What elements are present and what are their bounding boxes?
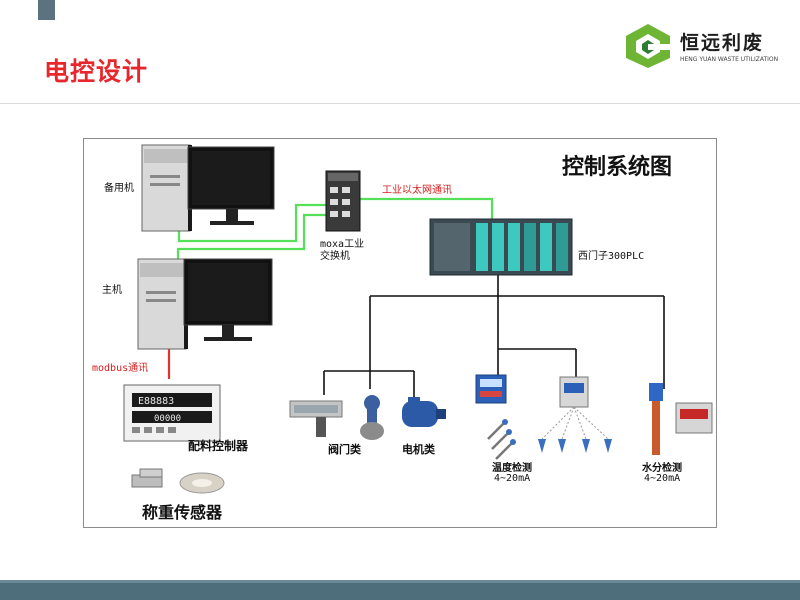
batch-controller-label: 配料控制器 xyxy=(188,439,249,453)
moisture-sensor-icon xyxy=(649,383,713,455)
company-logo: 恒远利废 HENG YUAN WASTE UTILIZATION xyxy=(622,22,782,72)
valves-label: 阀门类 xyxy=(328,443,361,456)
backup-pc-icon xyxy=(141,144,275,232)
temperature-signal-label: 4~20mA xyxy=(494,473,531,484)
temperature-probe-icon xyxy=(487,419,516,460)
control-system-diagram: E88883 00000 xyxy=(83,138,717,528)
plc-rack-icon xyxy=(429,218,573,276)
switch-label: moxa工业 交换机 xyxy=(320,239,365,262)
motor-icon xyxy=(402,397,446,427)
backup-pc-label: 备用机 xyxy=(104,183,134,194)
plc-label: 西门子300PLC xyxy=(578,251,645,262)
modbus-label: modbus通讯 xyxy=(92,363,149,374)
moisture-probe-array-icon xyxy=(541,406,609,440)
ethernet-label: 工业以太网通讯 xyxy=(382,185,452,196)
valve-icon xyxy=(289,395,384,440)
temperature-label: 温度检测 xyxy=(492,463,532,474)
moisture-transmitter-icon xyxy=(559,376,589,408)
diagram-title: 控制系统图 xyxy=(562,155,673,180)
slide-title: 电控设计 xyxy=(44,57,149,86)
main-pc-icon xyxy=(137,258,273,350)
footer-bar xyxy=(0,580,800,600)
logo-subtitle: HENG YUAN WASTE UTILIZATION xyxy=(680,56,779,63)
signal-bus xyxy=(323,275,665,397)
footer-bar-highlight xyxy=(0,580,800,583)
logo-name: 恒远利废 xyxy=(680,32,765,54)
title-divider xyxy=(0,103,800,104)
weight-sensor-label: 称重传感器 xyxy=(142,503,223,522)
logo-mark-icon xyxy=(626,24,670,68)
moisture-probes-icon xyxy=(538,439,612,453)
moisture-label: 水分检测 xyxy=(642,463,682,474)
controller-readout-2: 00000 xyxy=(154,414,181,424)
moisture-signal-label: 4~20mA xyxy=(644,473,681,484)
weight-sensor-icon xyxy=(131,468,225,494)
motors-label: 电机类 xyxy=(402,443,435,456)
corner-accent-block xyxy=(38,0,55,20)
diagram-graphics: E88883 00000 xyxy=(123,144,713,494)
batch-controller-icon: E88883 00000 xyxy=(123,384,221,442)
main-pc-label: 主机 xyxy=(102,285,122,296)
temperature-controller-icon xyxy=(475,374,507,404)
switch-icon xyxy=(325,170,361,232)
controller-readout-1: E88883 xyxy=(138,396,174,407)
